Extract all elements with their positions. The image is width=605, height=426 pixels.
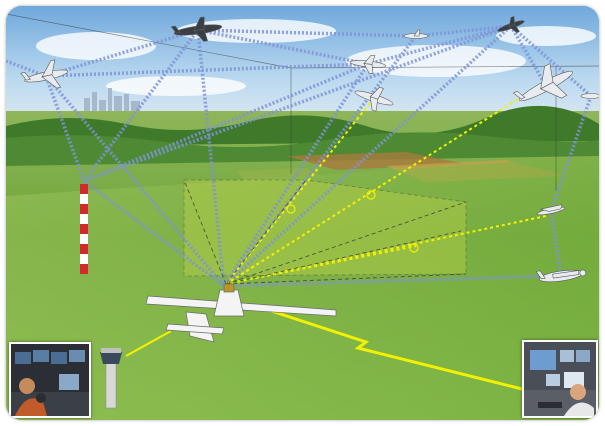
airspace-illustration [6,6,599,420]
illustration-frame [6,6,599,420]
ground-station-operator-icon [524,342,596,416]
ground-station-inset [522,340,598,418]
control-room-inset [9,342,91,418]
control-room-operator-icon [11,344,89,416]
